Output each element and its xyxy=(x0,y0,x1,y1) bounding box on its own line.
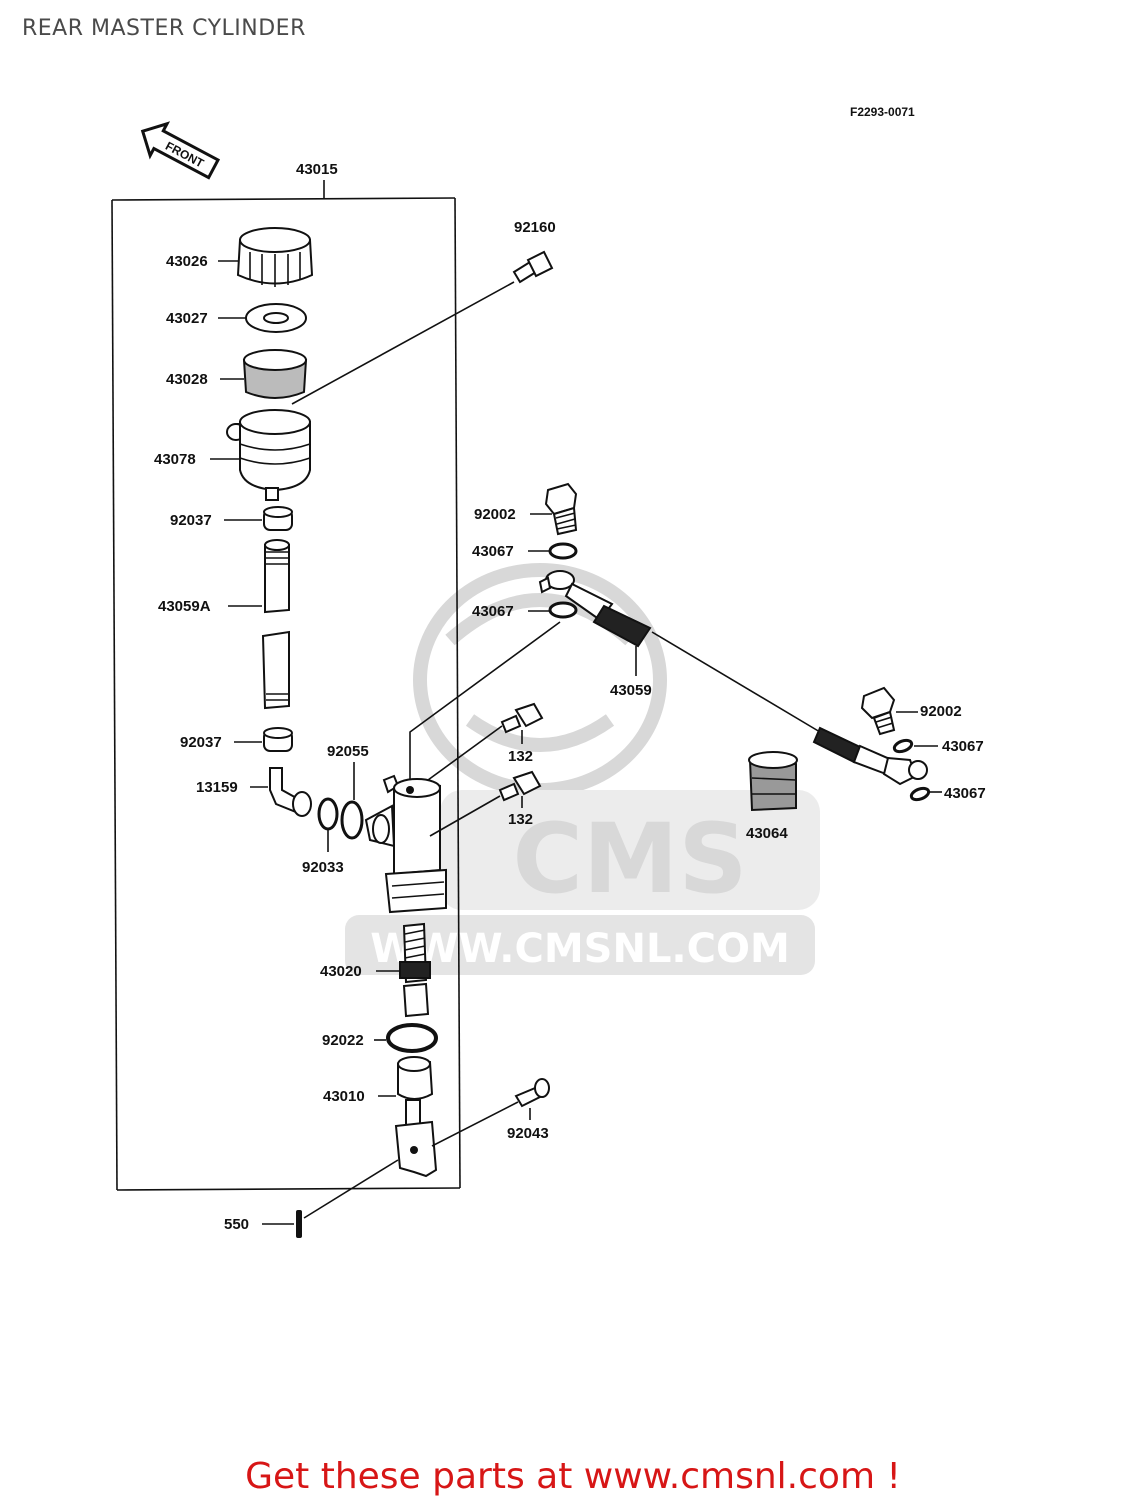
watermark-brand: CMS xyxy=(512,803,747,915)
label-43059a: 43059A xyxy=(158,598,211,615)
label-43067-b: 43067 xyxy=(472,603,514,620)
hose-elbow-icon xyxy=(269,767,312,817)
hose-clamp-bottom-icon xyxy=(263,727,293,752)
clevis-pin-icon xyxy=(514,1078,550,1108)
label-92022: 92022 xyxy=(322,1032,364,1049)
label-43078: 43078 xyxy=(154,451,196,468)
cotter-pin-icon xyxy=(296,1210,302,1238)
watermark-site-banner xyxy=(345,915,815,975)
label-43059: 43059 xyxy=(610,682,652,699)
label-43067-d: 43067 xyxy=(944,785,986,802)
push-rod-icon xyxy=(394,1056,438,1178)
reservoir-icon xyxy=(226,409,311,501)
washer-43067-d-icon xyxy=(909,786,931,802)
o-ring-92055-icon xyxy=(340,800,364,840)
label-92055: 92055 xyxy=(327,743,369,760)
bolt-92160-icon xyxy=(512,250,554,284)
rubber-boot-icon xyxy=(748,751,798,812)
label-43067-a: 43067 xyxy=(472,543,514,560)
label-132-a: 132 xyxy=(508,748,533,765)
label-43010: 43010 xyxy=(323,1088,365,1105)
diaphragm-icon xyxy=(242,349,308,399)
circlip-icon xyxy=(386,1023,438,1053)
leader-washer-to-cylinder xyxy=(409,621,561,780)
reservoir-hose-icon xyxy=(261,539,290,710)
diagram-code: F2293-0071 xyxy=(850,105,915,119)
diaphragm-plate-icon xyxy=(245,303,307,333)
reservoir-cap-icon xyxy=(236,227,314,287)
label-43067-c: 43067 xyxy=(942,738,984,755)
label-43027: 43027 xyxy=(166,310,208,327)
leader-132-a xyxy=(427,725,503,781)
watermark-site: WWW.CMSNL.COM xyxy=(370,926,790,972)
leader-92043 xyxy=(431,1101,519,1147)
label-92037-bottom: 92037 xyxy=(180,734,222,751)
watermark-banner xyxy=(440,790,820,910)
banjo-bolt-top-icon xyxy=(544,482,578,536)
label-92160: 92160 xyxy=(514,219,556,236)
label-92002-top: 92002 xyxy=(474,506,516,523)
washer-43067-a-icon xyxy=(548,542,578,560)
label-43028: 43028 xyxy=(166,371,208,388)
front-arrow-icon: FRONT xyxy=(140,121,221,180)
leader-550-to-clevis xyxy=(303,1159,399,1219)
bolt-132-b-icon xyxy=(498,770,542,802)
leader-132-b xyxy=(429,795,501,837)
label-92002-right: 92002 xyxy=(920,703,962,720)
master-cylinder-body-icon xyxy=(364,774,447,914)
label-43020: 43020 xyxy=(320,963,362,980)
washer-43067-b-icon xyxy=(548,601,578,619)
label-13159: 13159 xyxy=(196,779,238,796)
watermark-logo-icon xyxy=(413,563,667,797)
parts-diagram: CMS WWW.CMSNL.COM F2293-0071 FRONT 43015… xyxy=(111,105,986,1238)
bolt-132-a-icon xyxy=(500,702,544,734)
o-ring-92033-icon xyxy=(317,797,339,831)
label-92033: 92033 xyxy=(302,859,344,876)
footer-shop-link[interactable]: Get these parts at www.cmsnl.com ! xyxy=(245,1456,901,1497)
assembly-bracket xyxy=(111,180,461,1191)
watermark: CMS WWW.CMSNL.COM xyxy=(345,563,820,975)
leader-92160 xyxy=(291,281,515,405)
label-132-b: 132 xyxy=(508,811,533,828)
label-43015: 43015 xyxy=(296,161,338,178)
washer-43067-c-icon xyxy=(892,738,914,754)
hose-clamp-top-icon xyxy=(263,506,293,531)
label-43026: 43026 xyxy=(166,253,208,270)
label-550: 550 xyxy=(224,1216,249,1233)
page-title: REAR MASTER CYLINDER xyxy=(22,16,306,41)
banjo-bolt-right-icon xyxy=(860,686,896,736)
label-43064: 43064 xyxy=(746,825,788,842)
label-92037-top: 92037 xyxy=(170,512,212,529)
spring-icon xyxy=(399,922,431,1018)
label-92043: 92043 xyxy=(507,1125,549,1142)
brake-hose-icon xyxy=(538,570,928,786)
